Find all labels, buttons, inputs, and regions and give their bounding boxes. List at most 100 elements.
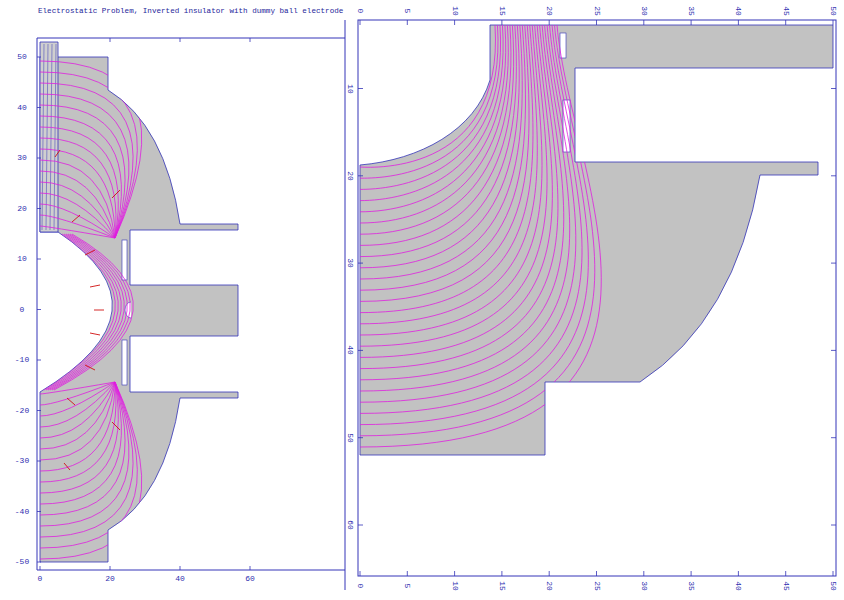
field-line [40, 382, 118, 493]
field-line [40, 127, 118, 238]
axis-tick-label: -50 [15, 558, 29, 566]
axis-tick-label: -30 [15, 457, 29, 465]
axis-tick-label: 10 [17, 255, 27, 263]
field-line [40, 382, 121, 504]
field-line [360, 25, 522, 279]
field-line [40, 193, 115, 238]
field-arrow [85, 365, 95, 370]
field-arrow [72, 215, 80, 222]
plot-frame [37, 20, 345, 590]
axis-tick-label: 60 [245, 575, 255, 583]
field-line [360, 25, 558, 369]
field-arrow [55, 150, 60, 157]
electrode-region [360, 25, 833, 455]
field-line [40, 105, 125, 238]
axis-tick-label: 25 [593, 581, 601, 591]
axis-tick-label: 15 [498, 581, 506, 591]
field-line [40, 160, 115, 238]
field-arrow [90, 285, 100, 287]
axis-tick-label: 10 [346, 84, 354, 94]
axis-tick-label: -20 [15, 407, 29, 415]
field-line [40, 171, 115, 238]
field-line [40, 382, 115, 427]
field-line [40, 61, 142, 238]
axis-tick-label: 10 [451, 581, 459, 591]
field-line [50, 234, 127, 390]
field-line [40, 382, 115, 471]
gap-slot [122, 240, 127, 280]
field-line [360, 25, 511, 234]
axis-tick-label: 15 [498, 6, 506, 16]
field-line [360, 25, 601, 447]
axis-tick-label: -10 [15, 356, 29, 364]
field-line [40, 226, 115, 238]
axis-tick-label: 60 [346, 520, 354, 530]
field-arrow [112, 190, 120, 198]
field-lines [360, 25, 601, 447]
axis-tick-label: 5 [403, 9, 411, 14]
axis-tick-label: 40 [17, 104, 27, 112]
field-line [360, 25, 547, 346]
axis-tick-label: 45 [782, 6, 790, 16]
field-lines [40, 61, 142, 559]
field-line [360, 25, 503, 201]
axis-tick-label: 50 [829, 581, 837, 591]
field-line [40, 72, 137, 238]
field-line [54, 234, 133, 390]
axis-tick-label: 20 [346, 171, 354, 181]
axis-tick-label: 40 [734, 6, 742, 16]
field-line [40, 94, 129, 238]
field-line [360, 25, 582, 413]
axis-tick-label: 25 [593, 6, 601, 16]
field-line [40, 382, 125, 515]
field-line [360, 25, 588, 425]
field-line [40, 116, 121, 238]
field-line [360, 25, 576, 402]
gap-slot [122, 340, 127, 385]
field-line [40, 382, 133, 537]
axis-tick-label: 10 [451, 6, 459, 16]
plot-frame [358, 20, 836, 576]
insulator-strip [40, 42, 58, 232]
field-line [40, 382, 129, 526]
field-line [360, 25, 519, 268]
field-line [360, 25, 537, 324]
axis-tick-label: 40 [734, 581, 742, 591]
axis-tick-label: 50 [17, 53, 27, 61]
field-arrow [94, 310, 104, 311]
axis-tick-label: 5 [403, 584, 411, 589]
field-arrow [90, 333, 100, 335]
field-line [40, 83, 133, 238]
field-line [360, 25, 506, 212]
axis-tick-label: 0 [20, 306, 25, 314]
field-line [40, 382, 115, 449]
field-line [360, 25, 570, 391]
field-line [360, 25, 533, 313]
axis-tick-label: 20 [545, 581, 553, 591]
field-line [360, 25, 595, 436]
axis-tick-label: 20 [105, 575, 115, 583]
field-arrow [85, 250, 95, 255]
axis-tick-label: 30 [640, 6, 648, 16]
plot-title: Electrostatic Problem, Inverted insulato… [38, 8, 343, 16]
axis-tick-label: 35 [687, 6, 695, 16]
field-line [360, 25, 529, 301]
axis-tick-label: -40 [15, 508, 29, 516]
field-arrow [67, 398, 75, 405]
field-line [360, 25, 552, 357]
field-line [360, 25, 508, 223]
field-arrow [112, 422, 120, 430]
axis-tick-label: 0 [38, 575, 43, 583]
axis-tick-label: 50 [346, 433, 354, 443]
axis-tick-label: 30 [17, 154, 27, 162]
electrode-region [40, 57, 238, 562]
axis-tick-label: 0 [356, 584, 364, 589]
axis-tick-label: 30 [346, 258, 354, 268]
axis-tick-label: 40 [175, 575, 185, 583]
axis-tick-label: 50 [829, 6, 837, 16]
field-line [40, 382, 115, 460]
field-line [360, 25, 542, 335]
field-line [360, 25, 514, 245]
